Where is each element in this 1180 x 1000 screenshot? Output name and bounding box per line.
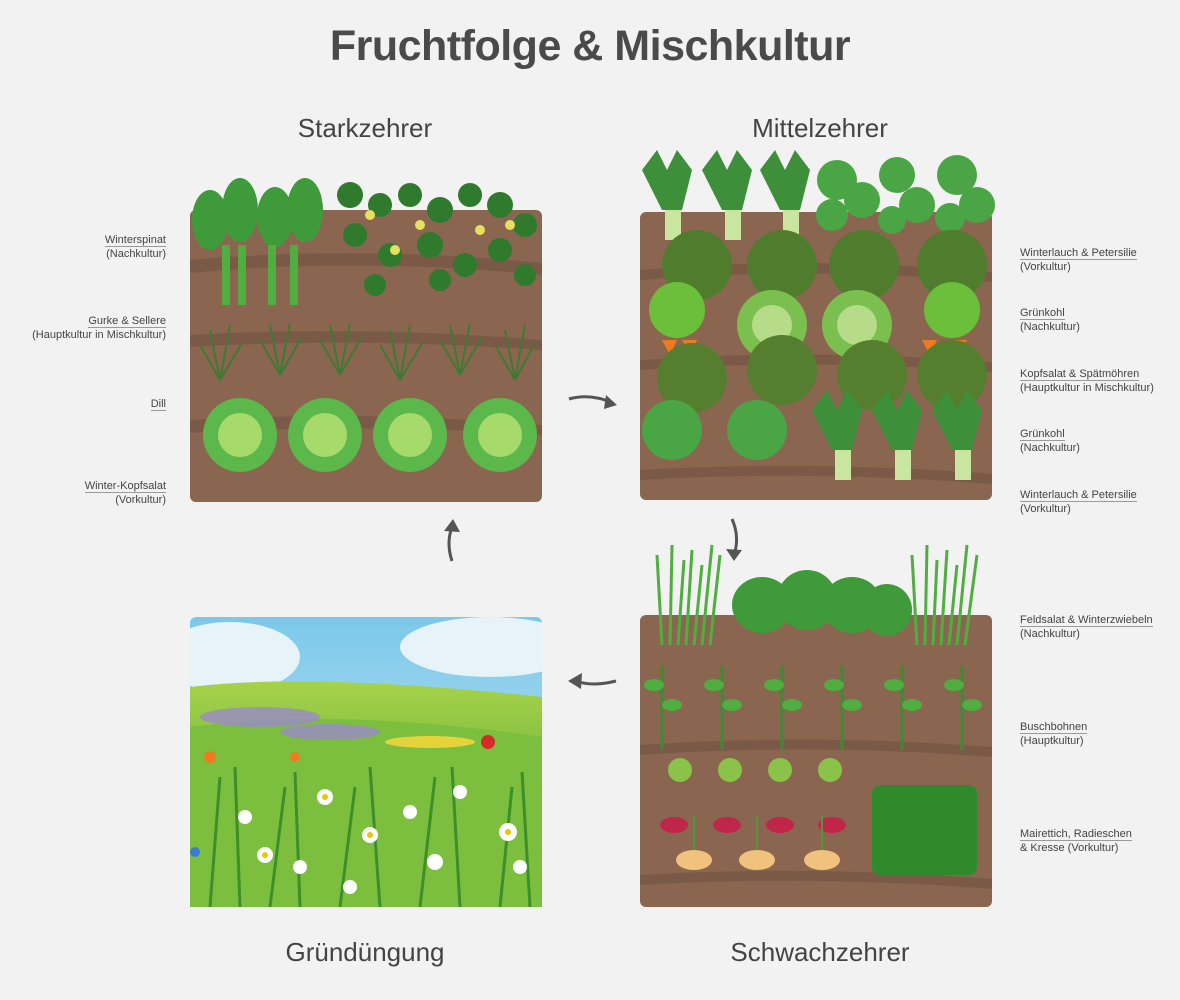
ladybug-icon bbox=[481, 735, 495, 749]
mittelzehrer-bed bbox=[640, 150, 995, 500]
heading-mittelzehrer: Mittelzehrer bbox=[752, 113, 888, 143]
winterlauch-petersilie-plants-bottom bbox=[642, 390, 982, 480]
label-winter-kopfsalat: Winter-Kopfsalat (Vorkultur) bbox=[84, 480, 166, 506]
buschbohnen-plants bbox=[644, 665, 982, 750]
label-gruenkohl-bottom: Grünkohl (Nachkultur) bbox=[1020, 428, 1080, 454]
kopfsalat-plants bbox=[203, 398, 537, 472]
winterlauch-plants-top bbox=[642, 150, 810, 240]
gruenkohl-plants-top bbox=[662, 230, 987, 300]
label-gruenkohl-top: Grünkohl (Nachkultur) bbox=[1020, 307, 1080, 333]
label-gurke-sellere: Gurke & Sellere (Hauptkultur in Mischkul… bbox=[32, 315, 166, 341]
feldsalat-plants bbox=[732, 570, 912, 636]
label-dill: Dill bbox=[150, 398, 166, 411]
gruenkohl-plants-bottom bbox=[657, 335, 987, 413]
gurke-plants bbox=[337, 182, 537, 296]
label-feldsalat-winterzwiebeln: Feldsalat & Winterzwiebeln (Nachkultur) bbox=[1020, 614, 1153, 640]
label-buschbohnen: Buschbohnen (Hauptkultur) bbox=[1020, 721, 1088, 747]
schwachzehrer-bed bbox=[640, 544, 992, 907]
winterzwiebeln-plants bbox=[655, 544, 979, 646]
heading-schwachzehrer: Schwachzehrer bbox=[730, 937, 910, 967]
starkzehrer-bed bbox=[190, 178, 542, 502]
heading-starkzehrer: Starkzehrer bbox=[297, 113, 433, 143]
arrow-starkzehrer-to-mittelzehrer bbox=[568, 395, 617, 409]
gruenduengung-meadow bbox=[190, 617, 542, 907]
page-title: Fruchtfolge & Mischkultur bbox=[329, 22, 851, 70]
heading-gruenduengung: Gründüngung bbox=[285, 937, 445, 967]
label-winterspinat: Winterspinat (Nachkultur) bbox=[104, 234, 166, 260]
petersilie-plants-top bbox=[816, 155, 995, 234]
mairettich-radieschen-plants bbox=[660, 758, 846, 870]
dill-plants bbox=[199, 322, 536, 381]
kresse-plants bbox=[872, 785, 977, 875]
arrow-schwachzehrer-to-gruenduengung bbox=[568, 673, 617, 689]
label-winterlauch-petersilie-top: Winterlauch & Petersilie (Vorkultur) bbox=[1020, 247, 1137, 273]
label-kopfsalat-spaetmoehren: Kopfsalat & Spätmöhren (Hauptkultur in M… bbox=[1020, 368, 1154, 394]
arrow-mittelzehrer-to-schwachzehrer bbox=[726, 518, 742, 561]
label-mairettich-radieschen-kresse: Mairettich, Radieschen & Kresse (Vorkult… bbox=[1020, 828, 1132, 854]
winterspinat-plants bbox=[192, 178, 323, 305]
kopfsalat-spaetmoehren-plants bbox=[649, 282, 980, 360]
label-winterlauch-petersilie-bottom: Winterlauch & Petersilie (Vorkultur) bbox=[1020, 489, 1137, 515]
arrow-gruenduengung-to-starkzehrer bbox=[444, 519, 460, 562]
